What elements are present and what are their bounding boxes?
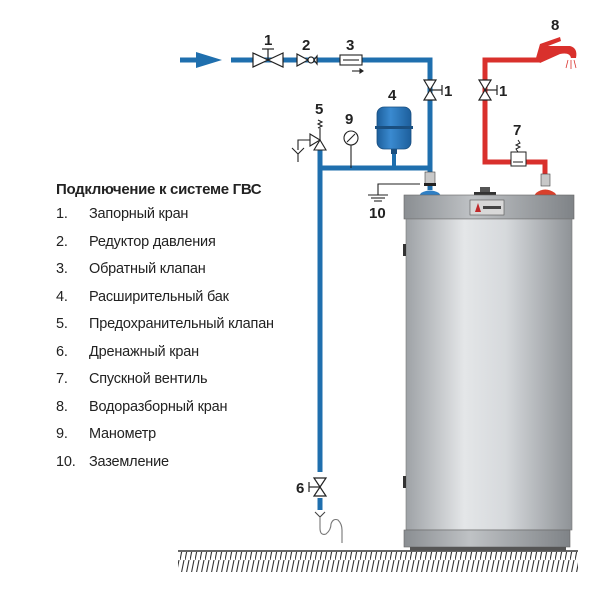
pressure-reducer-icon — [296, 52, 318, 68]
legend-item: 6.Дренажный кран — [56, 343, 199, 360]
legend-item: 1.Запорный кран — [56, 206, 189, 222]
callout-shutoff-cold: 1 — [444, 83, 452, 100]
bleed-valve-icon — [510, 139, 527, 167]
callout-reducer: 2 — [302, 37, 310, 54]
floor — [178, 550, 578, 572]
legend-item: 7.Спускной вентиль — [56, 371, 208, 387]
callout-check-valve: 3 — [346, 37, 354, 54]
callout-bleed-valve: 7 — [513, 122, 521, 139]
callout-drain-valve: 6 — [296, 480, 304, 497]
callout-ground: 10 — [369, 205, 386, 222]
callout-expansion-tank: 4 — [388, 87, 397, 104]
shutoff-valve-cold-icon — [422, 79, 443, 101]
shutoff-valve-hot-icon — [477, 79, 498, 101]
legend-item: 4.Расширительный бак — [56, 288, 229, 305]
callout-shutoff-inlet: 1 — [264, 32, 272, 49]
faucet-icon — [536, 37, 577, 69]
legend-item: 9.Манометр — [56, 426, 157, 442]
legend-title: Подключение к системе ГВС — [56, 181, 262, 198]
callout-safety-valve: 5 — [315, 101, 323, 118]
hot-water-pipe — [482, 57, 548, 175]
check-valve-icon — [339, 54, 364, 75]
legend: Подключение к системе ГВС 1.Запорный кра… — [56, 181, 274, 479]
callout-faucet: 8 — [551, 17, 559, 34]
callout-manometer: 9 — [345, 111, 353, 128]
legend-item: 8.Водоразборный кран — [56, 398, 228, 415]
brand-logo — [469, 199, 505, 216]
shutoff-valve-inlet-icon — [252, 48, 284, 68]
manometer-icon — [343, 130, 359, 168]
legend-item: 2.Редуктор давления — [56, 233, 216, 250]
safety-valve-icon — [291, 119, 327, 162]
water-heater-tank — [403, 171, 575, 551]
legend-item: 10.Заземление — [56, 453, 169, 470]
drain-valve-icon — [308, 477, 328, 497]
legend-item: 5.Предохранительный клапан — [56, 316, 274, 332]
ground-icon — [368, 183, 420, 202]
legend-item: 3.Обратный клапан — [56, 261, 206, 277]
callout-shutoff-hot: 1 — [499, 83, 507, 100]
drain-hose-icon — [314, 511, 343, 543]
inlet-arrow-icon — [180, 52, 222, 68]
expansion-tank-icon — [375, 106, 413, 168]
